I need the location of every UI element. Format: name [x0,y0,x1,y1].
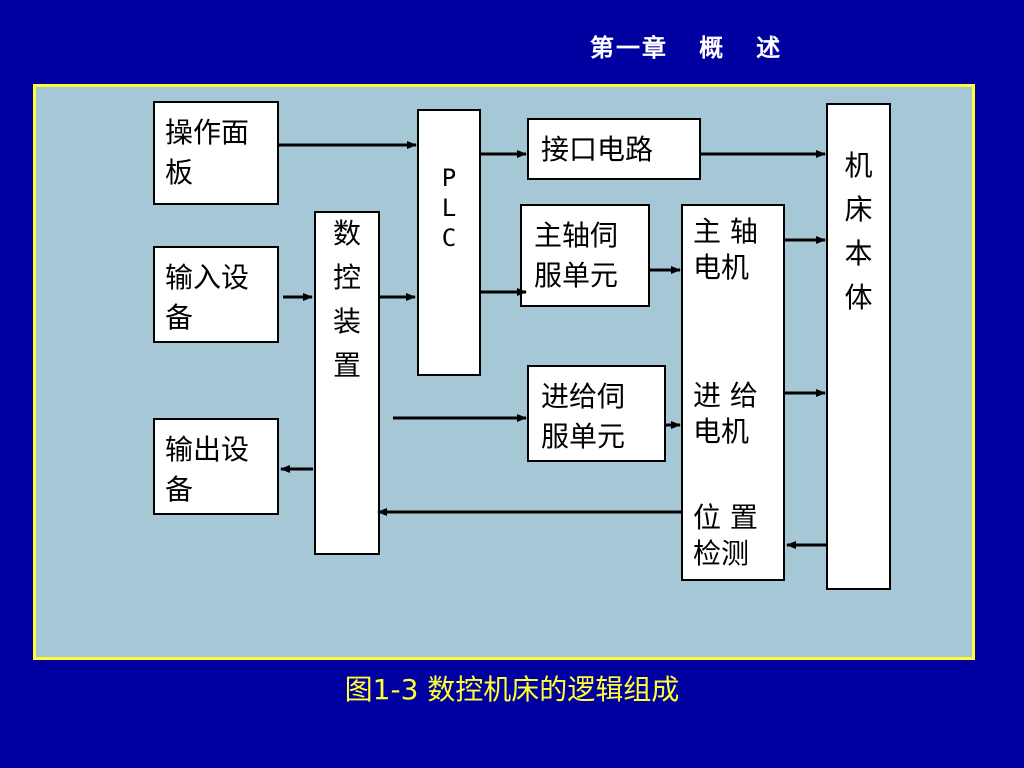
plc-box: P L C [417,109,481,376]
machine-body-box: 机 床 本 体 [826,103,891,590]
cnc-device-box: 数 控 装 置 [314,211,380,555]
motor-column-box [681,204,785,581]
feed-servo-unit-box: 进给伺 服单元 [527,365,666,462]
spindle-servo-unit-box: 主轴伺 服单元 [520,204,650,307]
position-detection-label: 位 置 检测 [693,501,758,570]
figure-caption: 图1-3 数控机床的逻辑组成 [344,673,680,706]
operation-panel-box: 操作面 板 [153,101,279,205]
chapter-heading: 第一章 概 述 [590,34,783,62]
output-device-box: 输出设 备 [153,418,279,515]
feed-motor-label: 进 给 电机 [693,379,758,448]
interface-circuit-box: 接口电路 [527,118,701,180]
spindle-motor-label: 主 轴 电机 [693,215,758,284]
input-device-box: 输入设 备 [153,246,279,343]
